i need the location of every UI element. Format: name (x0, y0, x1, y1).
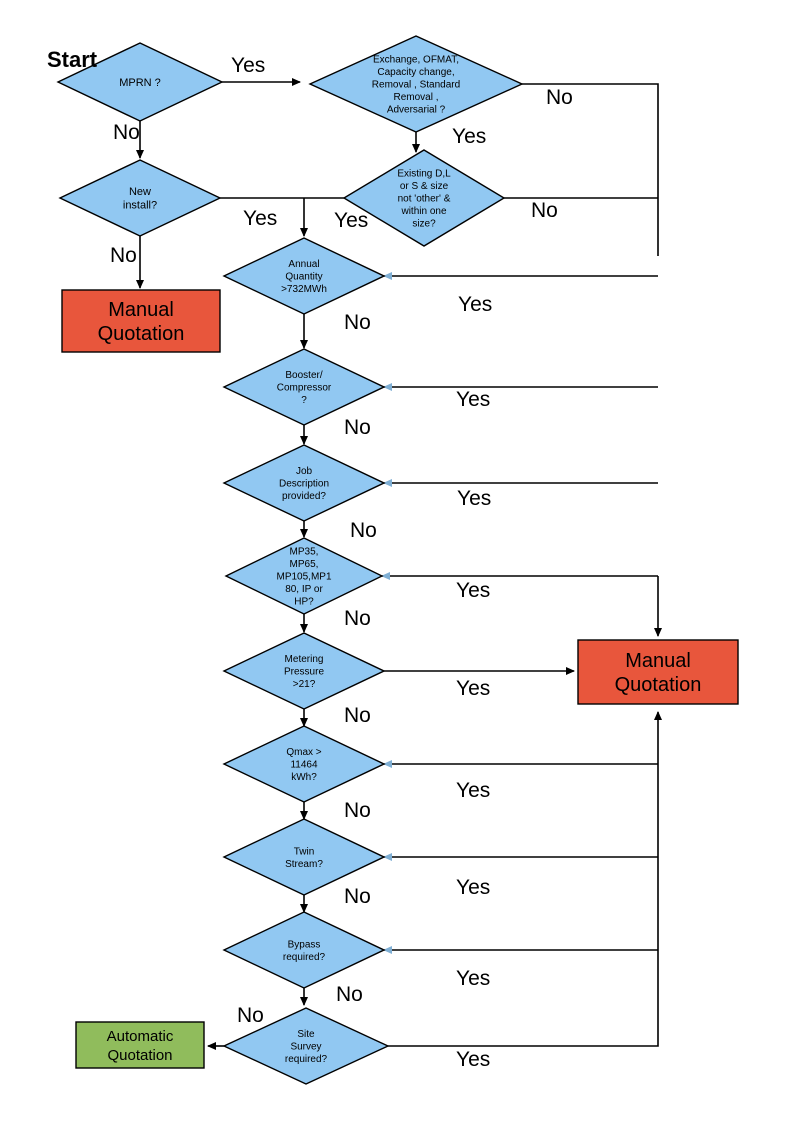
edge-label-mprn-yes: Yes (231, 54, 265, 77)
connector-exchange-to-right-rail (522, 83, 659, 256)
edge-label-annual-quantity-no: No (344, 311, 371, 334)
decision-shape (56, 42, 224, 122)
decision-shape (222, 725, 386, 803)
decision-shape (308, 35, 524, 133)
decision-shape (222, 444, 386, 522)
decision-shape (222, 911, 386, 989)
decision-shape (222, 1007, 390, 1085)
edge-label-booster-no: No (344, 416, 371, 439)
decision-booster-compressor[interactable]: Booster/Compressor? (222, 348, 386, 426)
edge-label-twin-stream-no: No (344, 885, 371, 908)
edge-label-job-description-no: No (350, 519, 377, 542)
decision-shape (222, 348, 386, 426)
decision-shape (58, 159, 222, 237)
edge-label-site-survey-no: No (237, 1004, 264, 1027)
edge-label-qmax-yes: Yes (456, 779, 490, 802)
decision-mprn[interactable]: MPRN ? (56, 42, 224, 122)
decision-shape (222, 632, 386, 710)
decision-shape (342, 149, 506, 247)
edge-label-twin-stream-yes: Yes (456, 876, 490, 899)
decision-shape (224, 537, 384, 615)
edge-label-job-description-yes: Yes (457, 487, 491, 510)
decision-shape (222, 237, 386, 315)
edge-label-bypass-yes: Yes (456, 967, 490, 990)
edge-label-exchange-no: No (546, 86, 573, 109)
edge-label-exchange-yes: Yes (452, 125, 486, 148)
edge-label-existing-no: No (531, 199, 558, 222)
edge-label-metering-yes: Yes (456, 677, 490, 700)
edge-label-metering-no: No (344, 704, 371, 727)
edge-label-new-install-yes: Yes (243, 207, 277, 230)
edge-label-existing-yes: Yes (334, 209, 368, 232)
connector-site-survey-yes-rail (388, 711, 662, 1047)
terminal-shape (577, 639, 739, 705)
decision-exchange-ofmat[interactable]: Exchange, OFMAT,Capacity change,Removal … (308, 35, 524, 133)
edge-label-mp-tier-yes: Yes (456, 579, 490, 602)
edge-label-booster-yes: Yes (456, 388, 490, 411)
connector-lines (136, 78, 662, 1050)
edge-label-qmax-no: No (344, 799, 371, 822)
terminal-shape (61, 289, 221, 353)
edge-label-new-install-no: No (110, 244, 137, 267)
edge-label-site-survey-yes: Yes (456, 1048, 490, 1071)
edge-label-mp-tier-no: No (344, 607, 371, 630)
flow-shapes: MPRN ? Exchange, OFMAT,Capacity change,Re… (56, 35, 739, 1085)
edge-label-mprn-no: No (113, 121, 140, 144)
edge-label-annual-quantity-yes: Yes (458, 293, 492, 316)
decision-shape (222, 818, 386, 896)
terminal-shape (75, 1021, 205, 1069)
edge-label-bypass-no: No (336, 983, 363, 1006)
